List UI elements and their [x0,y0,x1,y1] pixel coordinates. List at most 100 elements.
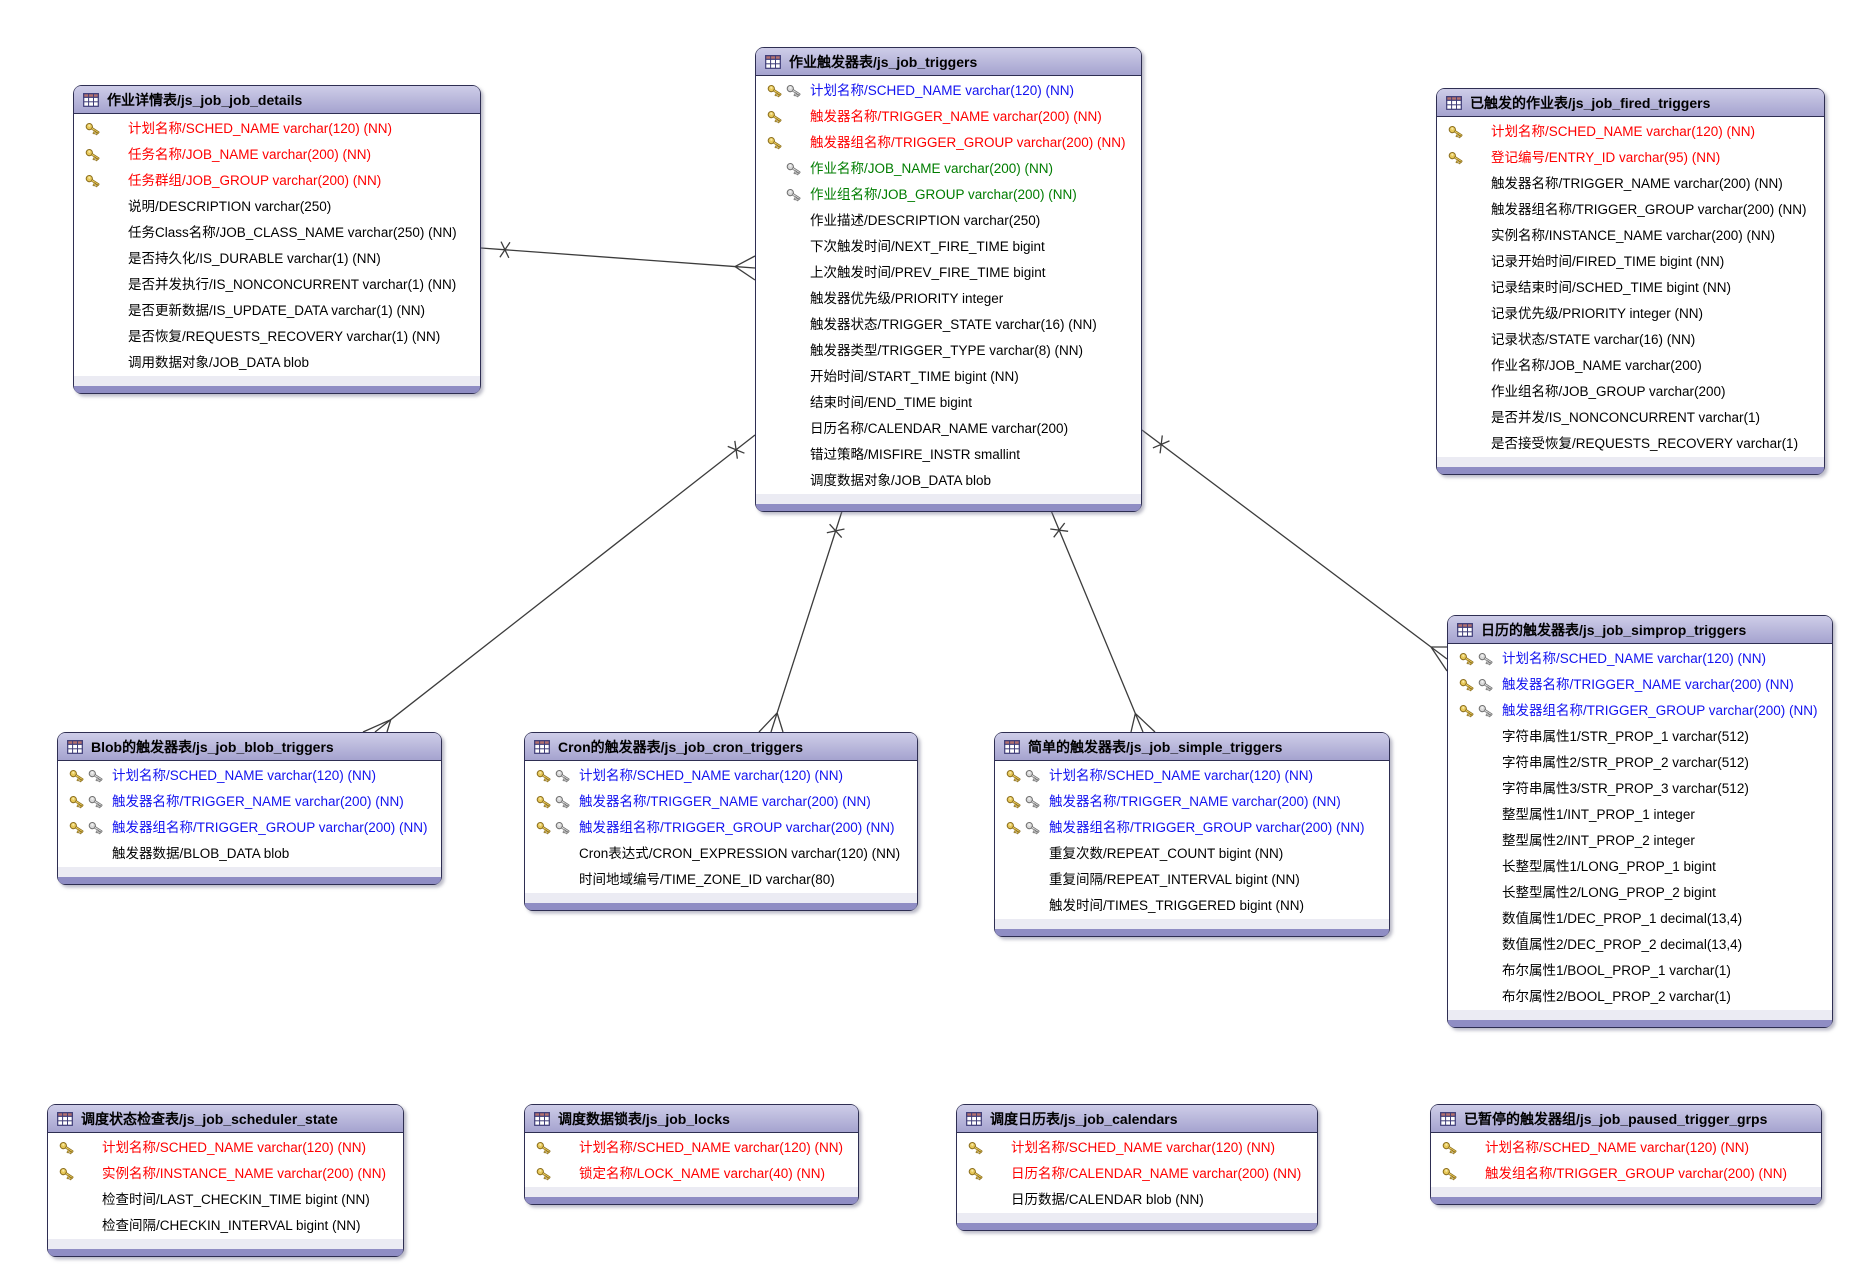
table-field[interactable]: 记录状态/STATE varchar(16) (NN) [1437,327,1824,353]
table-field[interactable]: 触发器组名称/TRIGGER_GROUP varchar(200) (NN) [1448,698,1832,724]
table-field[interactable]: 计划名称/SCHED_NAME varchar(120) (NN) [756,78,1141,104]
table-field[interactable]: 说明/DESCRIPTION varchar(250) [74,194,480,220]
table-field[interactable]: 下次触发时间/NEXT_FIRE_TIME bigint [756,234,1141,260]
table-field[interactable]: 整型属性1/INT_PROP_1 integer [1448,802,1832,828]
table-field[interactable]: 计划名称/SCHED_NAME varchar(120) (NN) [1431,1135,1821,1161]
table-header[interactable]: 简单的触发器表/js_job_simple_triggers [995,733,1389,761]
table-field[interactable]: 字符串属性1/STR_PROP_1 varchar(512) [1448,724,1832,750]
table-js_job_locks[interactable]: 调度数据锁表/js_job_locks 计划名称/SCHED_NAME varc… [524,1104,859,1205]
table-field[interactable]: 触发器组名称/TRIGGER_GROUP varchar(200) (NN) [525,815,917,841]
table-js_job_scheduler_state[interactable]: 调度状态检查表/js_job_scheduler_state 计划名称/SCHE… [47,1104,404,1257]
table-field[interactable]: 调用数据对象/JOB_DATA blob [74,350,480,376]
table-js_job_triggers[interactable]: 作业触发器表/js_job_triggers 计划名称/SCHED_NAME v… [755,47,1142,512]
table-header[interactable]: 调度状态检查表/js_job_scheduler_state [48,1105,403,1133]
table-field[interactable]: 触发组名称/TRIGGER_GROUP varchar(200) (NN) [1431,1161,1821,1187]
table-field[interactable]: 实例名称/INSTANCE_NAME varchar(200) (NN) [1437,223,1824,249]
table-field[interactable]: 长整型属性2/LONG_PROP_2 bigint [1448,880,1832,906]
table-field[interactable]: 检查间隔/CHECKIN_INTERVAL bigint (NN) [48,1213,403,1239]
table-header[interactable]: 日历的触发器表/js_job_simprop_triggers [1448,616,1832,644]
table-field[interactable]: 结束时间/END_TIME bigint [756,390,1141,416]
table-header[interactable]: 作业详情表/js_job_job_details [74,86,480,114]
table-field[interactable]: 作业名称/JOB_NAME varchar(200) (NN) [756,156,1141,182]
table-field[interactable]: 上次触发时间/PREV_FIRE_TIME bigint [756,260,1141,286]
table-field[interactable]: 数值属性2/DEC_PROP_2 decimal(13,4) [1448,932,1832,958]
relation-triggers-to-simprop_triggers[interactable] [1141,429,1448,672]
table-field[interactable]: 计划名称/SCHED_NAME varchar(120) (NN) [1437,119,1824,145]
table-field[interactable]: 触发器组名称/TRIGGER_GROUP varchar(200) (NN) [756,130,1141,156]
table-field[interactable]: 布尔属性2/BOOL_PROP_2 varchar(1) [1448,984,1832,1010]
table-field[interactable]: 长整型属性1/LONG_PROP_1 bigint [1448,854,1832,880]
table-field[interactable]: 数值属性1/DEC_PROP_1 decimal(13,4) [1448,906,1832,932]
table-js_job_job_details[interactable]: 作业详情表/js_job_job_details 计划名称/SCHED_NAME… [73,85,481,394]
table-field[interactable]: 触发器名称/TRIGGER_NAME varchar(200) (NN) [995,789,1389,815]
table-field[interactable]: 触发器数据/BLOB_DATA blob [58,841,441,867]
table-field[interactable]: 作业组名称/JOB_GROUP varchar(200) (NN) [756,182,1141,208]
table-field[interactable]: 计划名称/SCHED_NAME varchar(120) (NN) [995,763,1389,789]
table-header[interactable]: 已触发的作业表/js_job_fired_triggers [1437,89,1824,117]
table-field[interactable]: 重复次数/REPEAT_COUNT bigint (NN) [995,841,1389,867]
table-field[interactable]: 检查时间/LAST_CHECKIN_TIME bigint (NN) [48,1187,403,1213]
table-field[interactable]: 日历名称/CALENDAR_NAME varchar(200) (NN) [957,1161,1317,1187]
table-field[interactable]: 是否更新数据/IS_UPDATE_DATA varchar(1) (NN) [74,298,480,324]
table-field[interactable]: 整型属性2/INT_PROP_2 integer [1448,828,1832,854]
table-field[interactable]: 记录结束时间/SCHED_TIME bigint (NN) [1437,275,1824,301]
table-field[interactable]: 触发器名称/TRIGGER_NAME varchar(200) (NN) [1437,171,1824,197]
table-js_job_fired_triggers[interactable]: 已触发的作业表/js_job_fired_triggers 计划名称/SCHED… [1436,88,1825,475]
table-field[interactable]: 触发时间/TIMES_TRIGGERED bigint (NN) [995,893,1389,919]
table-header[interactable]: 已暂停的触发器组/js_job_paused_trigger_grps [1431,1105,1821,1133]
table-field[interactable]: Cron表达式/CRON_EXPRESSION varchar(120) (NN… [525,841,917,867]
table-field[interactable]: 作业描述/DESCRIPTION varchar(250) [756,208,1141,234]
table-field[interactable]: 错过策略/MISFIRE_INSTR smallint [756,442,1141,468]
table-field[interactable]: 是否并发/IS_NONCONCURRENT varchar(1) [1437,405,1824,431]
table-field[interactable]: 触发器名称/TRIGGER_NAME varchar(200) (NN) [58,789,441,815]
table-field[interactable]: 日历数据/CALENDAR blob (NN) [957,1187,1317,1213]
table-header[interactable]: 调度数据锁表/js_job_locks [525,1105,858,1133]
table-js_job_simple_triggers[interactable]: 简单的触发器表/js_job_simple_triggers 计划名称/SCHE… [994,732,1390,937]
table-field[interactable]: 是否持久化/IS_DURABLE varchar(1) (NN) [74,246,480,272]
table-field[interactable]: 记录开始时间/FIRED_TIME bigint (NN) [1437,249,1824,275]
table-field[interactable]: 调度数据对象/JOB_DATA blob [756,468,1141,494]
table-field[interactable]: 计划名称/SCHED_NAME varchar(120) (NN) [74,116,480,142]
table-field[interactable]: 开始时间/START_TIME bigint (NN) [756,364,1141,390]
table-field[interactable]: 时间地域编号/TIME_ZONE_ID varchar(80) [525,867,917,893]
table-js_job_calendars[interactable]: 调度日历表/js_job_calendars 计划名称/SCHED_NAME v… [956,1104,1318,1231]
table-field[interactable]: 触发器状态/TRIGGER_STATE varchar(16) (NN) [756,312,1141,338]
table-field[interactable]: 触发器优先级/PRIORITY integer [756,286,1141,312]
table-js_job_paused_trigger_grps[interactable]: 已暂停的触发器组/js_job_paused_trigger_grps 计划名称… [1430,1104,1822,1205]
relation-triggers-to-simple_triggers[interactable] [1049,507,1156,733]
table-field[interactable]: 触发器名称/TRIGGER_NAME varchar(200) (NN) [756,104,1141,130]
table-field[interactable]: 计划名称/SCHED_NAME varchar(120) (NN) [1448,646,1832,672]
table-field[interactable]: 计划名称/SCHED_NAME varchar(120) (NN) [525,1135,858,1161]
table-field[interactable]: 作业名称/JOB_NAME varchar(200) [1437,353,1824,379]
table-field[interactable]: 作业组名称/JOB_GROUP varchar(200) [1437,379,1824,405]
table-header[interactable]: 调度日历表/js_job_calendars [957,1105,1317,1133]
table-field[interactable]: 触发器类型/TRIGGER_TYPE varchar(8) (NN) [756,338,1141,364]
table-field[interactable]: 计划名称/SCHED_NAME varchar(120) (NN) [525,763,917,789]
table-field[interactable]: 计划名称/SCHED_NAME varchar(120) (NN) [58,763,441,789]
table-field[interactable]: 字符串属性3/STR_PROP_3 varchar(512) [1448,776,1832,802]
table-field[interactable]: 登记编号/ENTRY_ID varchar(95) (NN) [1437,145,1824,171]
table-field[interactable]: 触发器名称/TRIGGER_NAME varchar(200) (NN) [1448,672,1832,698]
table-field[interactable]: 记录优先级/PRIORITY integer (NN) [1437,301,1824,327]
table-field[interactable]: 实例名称/INSTANCE_NAME varchar(200) (NN) [48,1161,403,1187]
table-js_job_simprop_triggers[interactable]: 日历的触发器表/js_job_simprop_triggers 计划名称/SCH… [1447,615,1833,1028]
table-field[interactable]: 是否并发执行/IS_NONCONCURRENT varchar(1) (NN) [74,272,480,298]
relation-job_details-to-triggers[interactable] [480,241,756,281]
table-field[interactable]: 触发器组名称/TRIGGER_GROUP varchar(200) (NN) [1437,197,1824,223]
table-field[interactable]: 是否恢复/REQUESTS_RECOVERY varchar(1) (NN) [74,324,480,350]
table-field[interactable]: 计划名称/SCHED_NAME varchar(120) (NN) [957,1135,1317,1161]
table-field[interactable]: 重复间隔/REPEAT_INTERVAL bigint (NN) [995,867,1389,893]
table-field[interactable]: 任务名称/JOB_NAME varchar(200) (NN) [74,142,480,168]
relation-triggers-to-cron_triggers[interactable] [758,507,845,733]
table-field[interactable]: 触发器名称/TRIGGER_NAME varchar(200) (NN) [525,789,917,815]
table-field[interactable]: 布尔属性1/BOOL_PROP_1 varchar(1) [1448,958,1832,984]
table-field[interactable]: 锁定名称/LOCK_NAME varchar(40) (NN) [525,1161,858,1187]
table-js_job_blob_triggers[interactable]: Blob的触发器表/js_job_blob_triggers 计划名称/SCHE… [57,732,442,885]
table-field[interactable]: 计划名称/SCHED_NAME varchar(120) (NN) [48,1135,403,1161]
table-header[interactable]: Cron的触发器表/js_job_cron_triggers [525,733,917,761]
relation-triggers-to-blob_triggers[interactable] [362,434,756,733]
table-field[interactable]: 字符串属性2/STR_PROP_2 varchar(512) [1448,750,1832,776]
table-header[interactable]: Blob的触发器表/js_job_blob_triggers [58,733,441,761]
table-js_job_cron_triggers[interactable]: Cron的触发器表/js_job_cron_triggers 计划名称/SCHE… [524,732,918,911]
